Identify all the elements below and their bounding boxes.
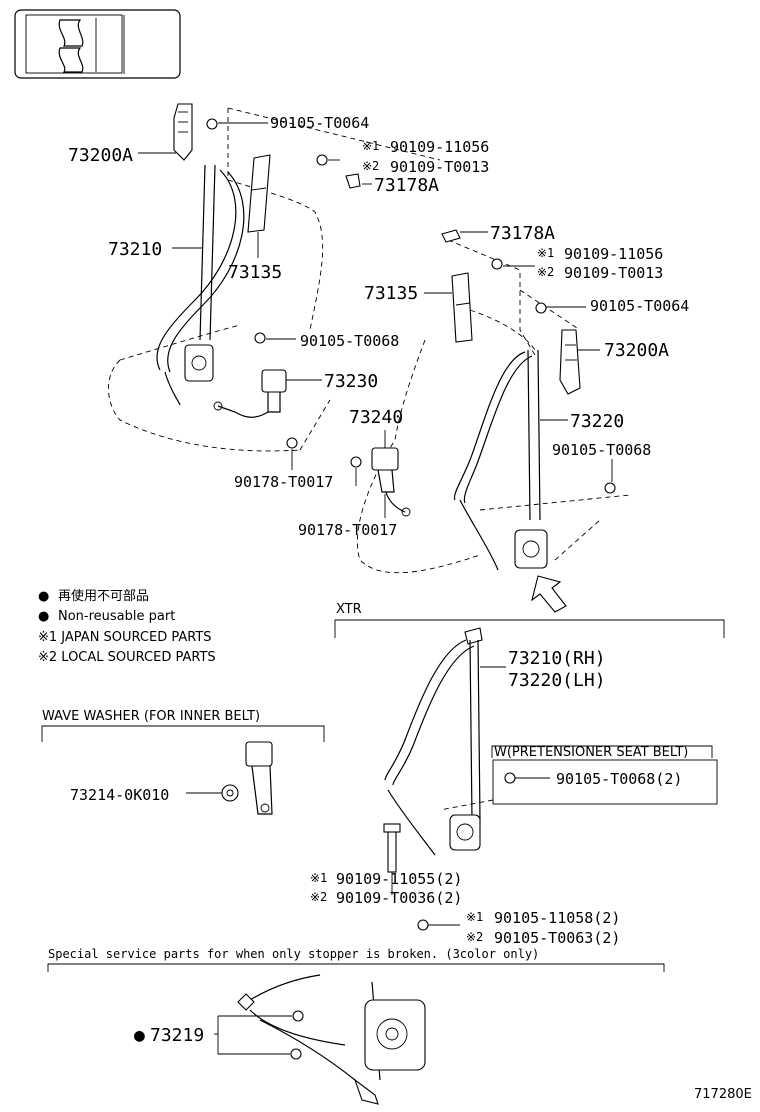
label-90109-11056-right: 90109-11056	[564, 245, 663, 263]
xtr-bolt-long	[383, 823, 401, 895]
right-anchor-73200A	[559, 329, 581, 395]
label-90178-T0017-a: 90178-T0017	[234, 473, 333, 491]
label-90105-T0064-left: 90105-T0064	[270, 114, 369, 132]
label-73220: 73220	[570, 411, 624, 432]
label-90105-T0068-2: 90105-T0068(2)	[556, 770, 682, 788]
label-73214-0K010: 73214-0K010	[70, 786, 169, 804]
right-belt-73220	[453, 349, 548, 571]
label-90109-11056-left: 90109-11056	[390, 138, 489, 156]
mark-s1-d: ※1	[466, 910, 483, 924]
label-90105-T0068-right: 90105-T0068	[552, 441, 651, 459]
label-73210-RH: 73210(RH)	[508, 648, 606, 669]
mark-s1-c: ※1	[310, 871, 327, 885]
label-90105-11058-2: 90105-11058(2)	[494, 909, 620, 927]
xtr-belt	[384, 627, 506, 856]
label-73210: 73210	[108, 239, 162, 260]
label-73230: 73230	[324, 371, 378, 392]
section-xtr: XTR	[336, 602, 362, 617]
view-arrow	[531, 575, 567, 613]
right-cover-73135	[451, 272, 473, 343]
pretensioner-box	[439, 745, 718, 811]
seat-selector-icon	[14, 9, 181, 79]
legend-item-4: ※2 LOCAL SOURCED PARTS	[38, 650, 216, 665]
stopper-assembly	[214, 974, 426, 1105]
label-90178-T0017-b: 90178-T0017	[298, 521, 397, 539]
label-73135-left: 73135	[228, 262, 282, 283]
label-73220-LH: 73220(LH)	[508, 670, 606, 691]
leader-lines-top	[138, 122, 613, 518]
label-73240: 73240	[349, 407, 403, 428]
label-73178A-right: 73178A	[490, 223, 555, 244]
left-buckle-73230	[213, 369, 287, 418]
xtr-bracket	[334, 619, 725, 638]
label-90105-T0064-right: 90105-T0064	[590, 297, 689, 315]
left-belt-73210	[156, 164, 245, 406]
left-anchor-73200A	[173, 103, 193, 161]
mark-s2-c: ※2	[310, 890, 327, 904]
label-73219: 73219	[150, 1025, 204, 1046]
mark-s2-d: ※2	[466, 930, 483, 944]
figure-id: 717280E	[694, 1087, 752, 1102]
xtr-bolt-small	[417, 919, 460, 931]
right-seat-outline	[356, 239, 631, 574]
mark-s2-a: ※2	[362, 159, 379, 173]
label-73200A-right: 73200A	[604, 340, 669, 361]
label-90109-T0036-2: 90109-T0036(2)	[336, 889, 462, 907]
label-90105-T0068-left: 90105-T0068	[300, 332, 399, 350]
left-bolts	[206, 118, 361, 449]
right-bolts	[350, 229, 616, 494]
section-pretensioner: W(PRETENSIONER SEAT BELT)	[494, 745, 688, 760]
label-73200A-left: 73200A	[68, 145, 133, 166]
left-seat-outline	[108, 107, 441, 452]
right-buckle-73240	[371, 447, 411, 517]
legend-bullet-2: ●	[38, 609, 49, 624]
section-special: Special service parts for when only stop…	[48, 947, 539, 961]
left-cover-73135	[247, 154, 271, 233]
legend-bullet-1: ●	[38, 589, 49, 604]
legend-item-1: 再使用不可部品	[58, 588, 149, 604]
bullet-73219: ●	[134, 1025, 145, 1046]
label-90105-T0063-2: 90105-T0063(2)	[494, 929, 620, 947]
legend-item-3: ※1 JAPAN SOURCED PARTS	[38, 630, 212, 645]
section-wave-washer: WAVE WASHER (FOR INNER BELT)	[42, 709, 260, 724]
label-90109-11055-2: 90109-11055(2)	[336, 870, 462, 888]
mark-s2-b: ※2	[537, 265, 554, 279]
label-73135-right: 73135	[364, 283, 418, 304]
wave-washer-parts	[186, 741, 273, 815]
wave-washer-bracket	[41, 725, 325, 742]
label-90109-T0013-left: 90109-T0013	[390, 158, 489, 176]
legend-item-2: Non-reusable part	[58, 609, 175, 624]
label-73178A-left: 73178A	[374, 175, 439, 196]
mark-s1-b: ※1	[537, 246, 554, 260]
special-bracket	[47, 963, 665, 972]
mark-s1-a: ※1	[362, 139, 379, 153]
label-90109-T0013-right: 90109-T0013	[564, 264, 663, 282]
